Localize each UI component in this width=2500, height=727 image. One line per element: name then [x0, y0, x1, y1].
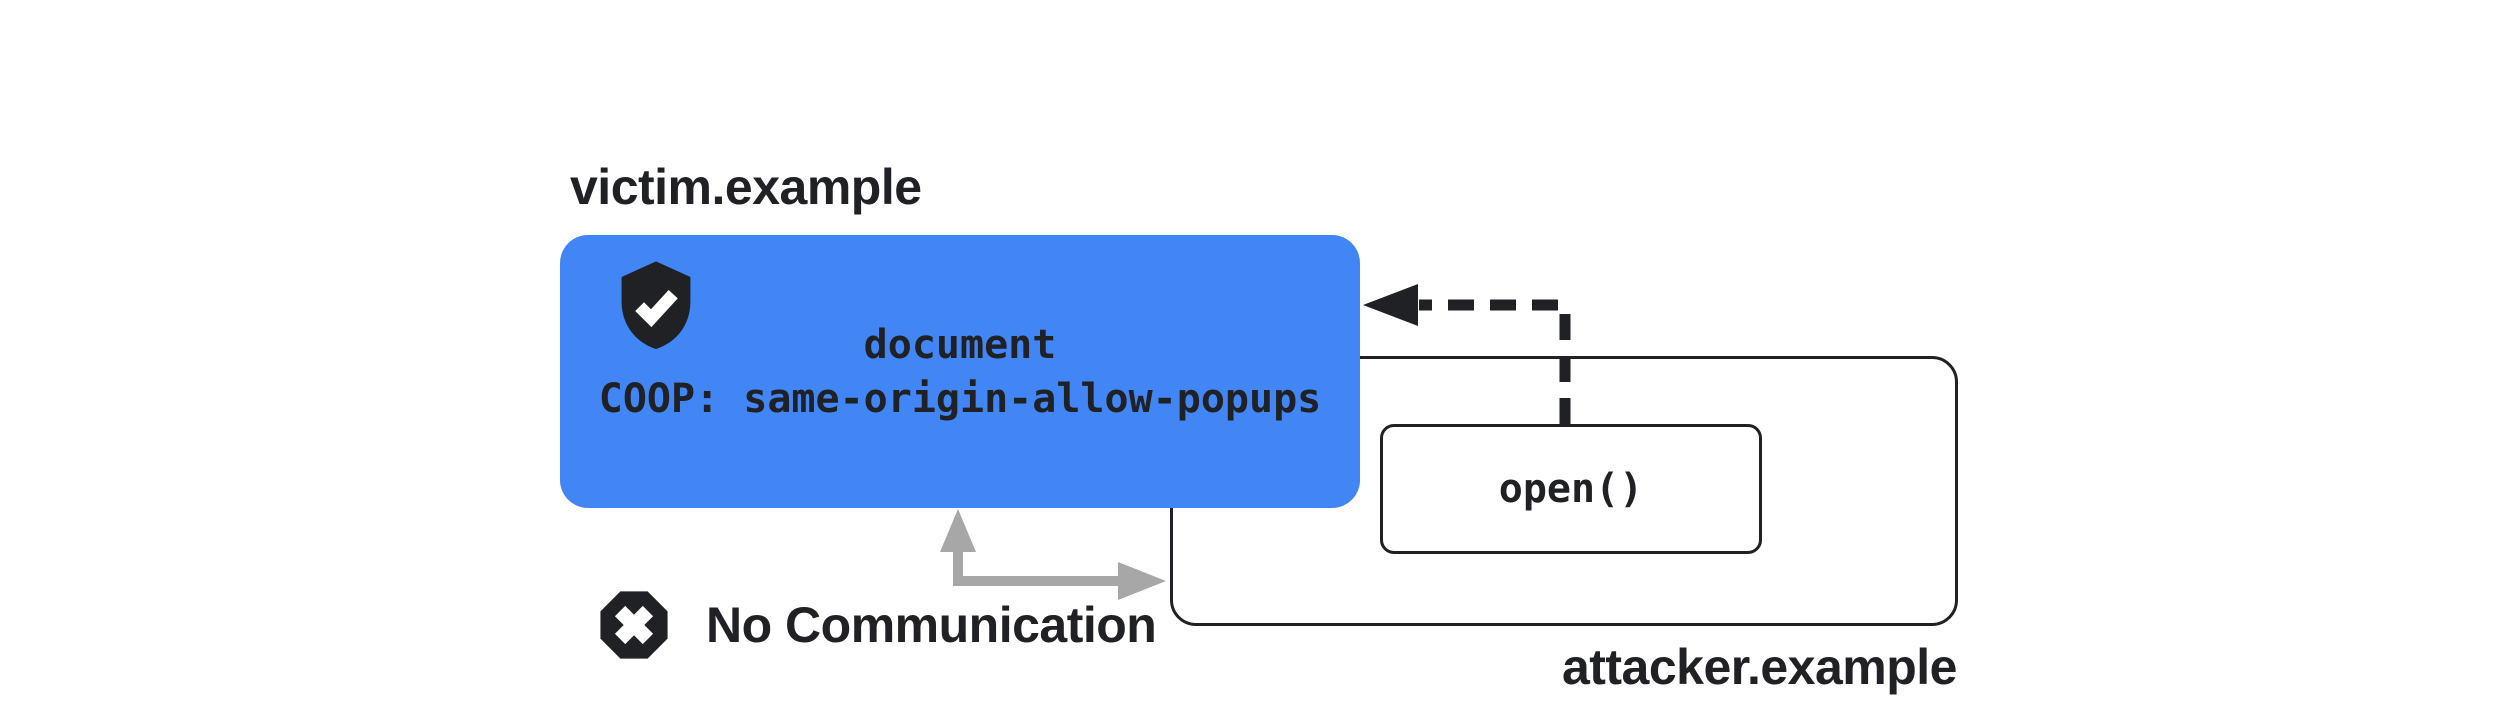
victim-domain-label: victim.example: [570, 159, 922, 215]
victim-document-label: document: [863, 321, 1057, 368]
open-call-label: open(): [1498, 466, 1644, 512]
victim-document-box: document COOP: same-origin-allow-popups: [560, 235, 1360, 508]
attacker-domain-label: attacker.example: [1561, 639, 1958, 695]
octagon-x-icon: [600, 591, 668, 659]
open-call-box: open(): [1380, 424, 1762, 554]
no-communication-callout: No Communication: [596, 586, 1157, 664]
shield-check-icon: [621, 261, 691, 349]
no-communication-label: No Communication: [706, 597, 1157, 653]
victim-coop-header: COOP: same-origin-allow-popups: [598, 375, 1322, 422]
